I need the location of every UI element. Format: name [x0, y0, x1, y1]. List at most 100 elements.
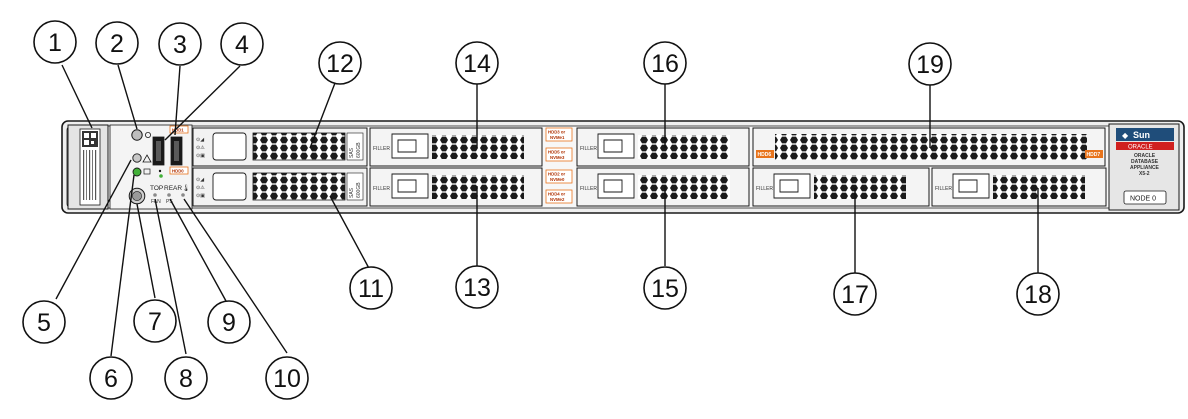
hdd4-label: HDD4 or: [548, 192, 566, 197]
oracle-logo-box: [1116, 142, 1174, 150]
drive-status-icons: ⊙◢: [196, 137, 204, 143]
callout-2: 2: [110, 30, 124, 58]
filler-label: FILLER: [935, 186, 952, 192]
callout-11: 11: [358, 275, 384, 303]
callout-14: 14: [463, 50, 491, 78]
filler-mesh: [638, 135, 730, 159]
drive-bay-hdd1[interactable]: ⊙◢ ⊙⚠ ⊙▣ SAS 600GB: [192, 127, 368, 167]
filler-mesh: [814, 175, 906, 199]
callout-17: 17: [841, 281, 869, 309]
top-label: TOP: [150, 185, 163, 192]
callout-16: 16: [651, 50, 679, 78]
filler-mesh: [432, 135, 524, 159]
drive-tag-size: 600GB: [356, 182, 362, 198]
barcode-lines: [83, 150, 97, 200]
callout-18: 18: [1024, 281, 1052, 309]
ps-label: PS: [166, 199, 173, 205]
hdd3-label: HDD3 or: [548, 130, 566, 135]
warning-icon: [142, 154, 152, 163]
hdd7-label: HDD7: [1087, 152, 1101, 158]
drive-capacity-tag: [346, 172, 364, 201]
svg-text:⊙▣: ⊙▣: [196, 153, 205, 159]
callout-7: 7: [148, 308, 162, 336]
drive-tag-sas: SAS: [349, 187, 355, 198]
callout-1: 1: [48, 29, 62, 57]
filler-bay-hdd2[interactable]: FILLER: [369, 167, 543, 207]
hdd0-tag: [169, 166, 189, 175]
status-led-green: [159, 174, 163, 178]
callout-numbers: 1 2 3 4 5 6 7 8 9 10 11 12 13 14 15 16 1…: [37, 29, 1052, 393]
ps-led: [167, 193, 171, 197]
nvme3-label: NVMe3: [550, 155, 565, 160]
callout-circles: [22, 20, 1060, 400]
filler-bay-hdd3[interactable]: FILLER: [369, 127, 543, 167]
nvme0-label: NVMe0: [550, 177, 565, 182]
callout-5: 5: [37, 309, 51, 337]
callout-8: 8: [179, 365, 193, 393]
callout-6: 6: [104, 365, 118, 393]
callout-4: 4: [235, 31, 249, 59]
callout-13: 13: [463, 274, 491, 302]
filler-mesh: [432, 175, 524, 199]
rear-label: REAR: [164, 185, 182, 192]
overtemp-led: [181, 193, 185, 197]
hdd5-label: HDD5 or: [548, 150, 566, 155]
barcode-top: [82, 131, 98, 147]
drive-mesh: [252, 132, 346, 161]
locator-icon: [144, 131, 151, 138]
node-label: NODE 0: [1130, 196, 1156, 203]
node-label-box: [1123, 190, 1167, 205]
filler-label: FILLER: [373, 146, 390, 152]
drive-tag-size: 600GB: [356, 142, 362, 158]
filler-bay-hdd4[interactable]: FILLER: [576, 167, 750, 207]
product-line-2: DATABASE: [1131, 159, 1159, 165]
callout-15: 15: [651, 275, 679, 303]
filler-latch[interactable]: [597, 133, 635, 159]
filler-label: FILLER: [580, 146, 597, 152]
right-rack-ear: Sun ◆ ORACLE ORACLE DATABASE APPLIANCE X…: [1108, 123, 1180, 211]
nvme1-label: NVMe1: [550, 135, 565, 140]
filler-bay-18[interactable]: FILLER: [931, 167, 1107, 207]
sun-logo-box: [1116, 128, 1174, 141]
product-line-3: APPLIANCE: [1130, 165, 1160, 171]
filler-bay-hdd5[interactable]: FILLER: [576, 127, 750, 167]
locator-button[interactable]: [131, 129, 143, 141]
control-panel: HDD1 HDD0 TOP REAR 🌡 FAN PS: [109, 124, 193, 210]
temperature-icon: 🌡: [182, 184, 190, 192]
status-led-small: [158, 169, 162, 173]
hdd2-label: HDD2 or: [548, 172, 566, 177]
filler-latch[interactable]: [773, 173, 811, 199]
wide-filler-panel[interactable]: HDD6 HDD7: [752, 127, 1106, 167]
callout-3: 3: [173, 31, 187, 59]
nvme2-label: NVMe2: [550, 197, 565, 202]
hdd1-label: HDD1: [172, 128, 184, 133]
svg-text:⊙⚠: ⊙⚠: [196, 145, 205, 151]
filler-latch[interactable]: [391, 173, 429, 199]
oracle-logo-text: ORACLE: [1128, 145, 1153, 151]
svg-text:⊙◢: ⊙◢: [196, 177, 204, 183]
drive-latch[interactable]: [212, 172, 247, 201]
filler-latch[interactable]: [597, 173, 635, 199]
filler-label: FILLER: [373, 186, 390, 192]
filler-mesh: [638, 175, 730, 199]
hdd6-label: HDD6: [758, 152, 772, 158]
bay-labels-middle: HDD3 or NVMe1 HDD5 or NVMe3 HDD2 or NVMe…: [545, 127, 573, 204]
service-led: [132, 153, 142, 163]
callout-12: 12: [326, 50, 354, 78]
drive-capacity-tag: [346, 132, 364, 161]
hdd0-label: HDD0: [172, 169, 184, 174]
filler-bay-17[interactable]: FILLER: [752, 167, 930, 207]
callout-19: 19: [916, 51, 944, 79]
callout-9: 9: [222, 309, 236, 337]
filler-latch[interactable]: [391, 133, 429, 159]
drive-bay-hdd0[interactable]: ⊙◢ ⊙⚠ ⊙▣ SAS 600GB: [192, 167, 368, 207]
svg-text:⊙▣: ⊙▣: [196, 193, 205, 199]
drive-latch[interactable]: [212, 132, 247, 161]
drive-tag-sas: SAS: [349, 147, 355, 158]
power-ok-icon: [143, 168, 151, 175]
callout-10: 10: [273, 365, 301, 393]
svg-text:⊙⚠: ⊙⚠: [196, 185, 205, 191]
filler-label: FILLER: [580, 186, 597, 192]
filler-latch[interactable]: [952, 173, 990, 199]
